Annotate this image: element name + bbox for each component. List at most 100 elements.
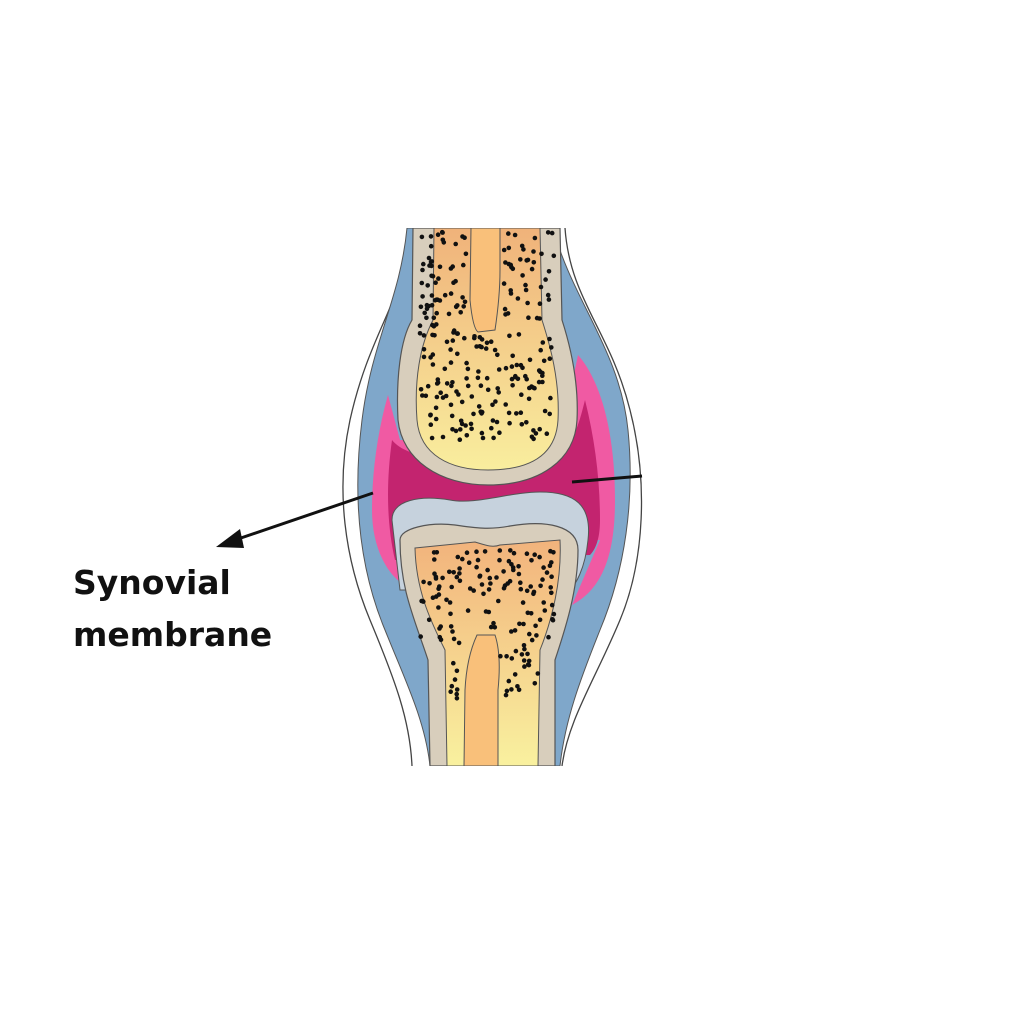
marrow-dot [476, 404, 482, 409]
marrow-dot [529, 558, 534, 563]
marrow-dot [424, 302, 430, 308]
marrow-dot [523, 373, 528, 379]
marrow-dot [467, 586, 473, 591]
marrow-dot [517, 621, 522, 627]
marrow-dot [509, 629, 514, 634]
marrow-dot [451, 330, 456, 335]
marrow-dot [472, 334, 477, 339]
marrow-dot [431, 315, 437, 321]
marrow-dot [497, 548, 503, 553]
marrow-dot [464, 550, 470, 555]
marrow-dot [449, 584, 455, 590]
marrow-dot [420, 267, 425, 273]
marrow-dot [465, 383, 471, 389]
marrow-dot [539, 251, 544, 257]
marrow-dot [442, 292, 448, 298]
marrow-dot [474, 564, 479, 570]
marrow-dot [515, 296, 521, 301]
marrow-dot [531, 589, 537, 595]
marrow-dot [488, 339, 494, 345]
marrow-dot [440, 230, 445, 235]
marrow-dot [510, 353, 515, 359]
marrow-dot [430, 595, 436, 600]
marrow-dot [548, 585, 553, 590]
marrow-dot [432, 557, 437, 562]
marrow-dot [549, 574, 554, 579]
marrow-dot [541, 565, 546, 570]
marrow-dot [516, 332, 522, 337]
marrow-dot [433, 576, 439, 581]
marrow-dot [503, 365, 509, 371]
marrow-dot [510, 565, 516, 570]
marrow-dot [547, 356, 553, 362]
marrow-dot [507, 420, 512, 426]
marrow-dot [480, 435, 486, 441]
marrow-dot [428, 413, 433, 418]
marrow-dot [527, 385, 532, 391]
marrow-dot [447, 600, 453, 605]
marrow-dot [551, 611, 557, 617]
marrow-dot [503, 312, 508, 317]
marrow-dot [506, 410, 512, 416]
marrow-dot [537, 301, 543, 307]
marrow-dot [538, 284, 544, 290]
marrow-dot [434, 310, 440, 316]
marrow-dot [534, 315, 540, 321]
marrow-dot [518, 410, 524, 416]
marrow-dot [435, 297, 440, 303]
marrow-dot [421, 333, 427, 338]
marrow-dot [454, 389, 459, 394]
marrow-dot [456, 640, 462, 646]
marrow-dot [487, 575, 493, 581]
marrow-dot [506, 231, 511, 236]
marrow-dot [464, 433, 470, 438]
marrow-dot [454, 668, 460, 674]
marrow-dot [466, 560, 472, 565]
marrow-dot [438, 637, 444, 642]
marrow-dot [484, 340, 490, 346]
marrow-dot [479, 337, 485, 342]
marrow-dot [448, 402, 454, 408]
marrow-dot [518, 362, 524, 368]
marrow-dot [518, 586, 524, 592]
marrow-dot [486, 587, 492, 592]
marrow-dot [488, 624, 494, 630]
marrow-dot [434, 394, 440, 400]
marrow-dot [491, 620, 496, 626]
marrow-dot [422, 310, 428, 316]
marrow-dot [524, 551, 530, 556]
marrow-dot [533, 623, 538, 629]
marrow-dot [541, 600, 546, 605]
marrow-dot [537, 426, 542, 432]
marrow-dot [450, 427, 455, 432]
marrow-dot [431, 550, 437, 555]
marrow-dot [510, 266, 516, 272]
marrow-dot [515, 376, 521, 382]
marrow-dot [454, 696, 460, 701]
marrow-dot [519, 243, 525, 249]
marrow-dot [448, 624, 454, 629]
marrow-dot [543, 277, 548, 282]
marrow-dot [444, 381, 450, 386]
marrow-dot [506, 558, 512, 564]
marrow-dot [448, 689, 454, 694]
marrow-dot [541, 358, 547, 364]
marrow-dot [514, 411, 519, 416]
marrow-dot [448, 347, 453, 352]
marrow-dot [509, 687, 514, 692]
marrow-dot [523, 287, 529, 293]
marrow-dot [495, 386, 501, 391]
marrow-dot [438, 390, 444, 396]
marrow-dot [510, 383, 515, 388]
marrow-dot [458, 310, 464, 315]
marrow-dot [525, 610, 531, 616]
marrow-dot [550, 617, 556, 623]
marrow-dot [454, 574, 460, 580]
marrow-dot [532, 235, 538, 241]
marrow-dot [464, 376, 469, 381]
marrow-dot [509, 364, 515, 369]
marrow-dot [429, 293, 435, 298]
marrow-dot [501, 281, 507, 286]
marrow-dot [546, 634, 551, 640]
marrow-dot [484, 375, 490, 381]
